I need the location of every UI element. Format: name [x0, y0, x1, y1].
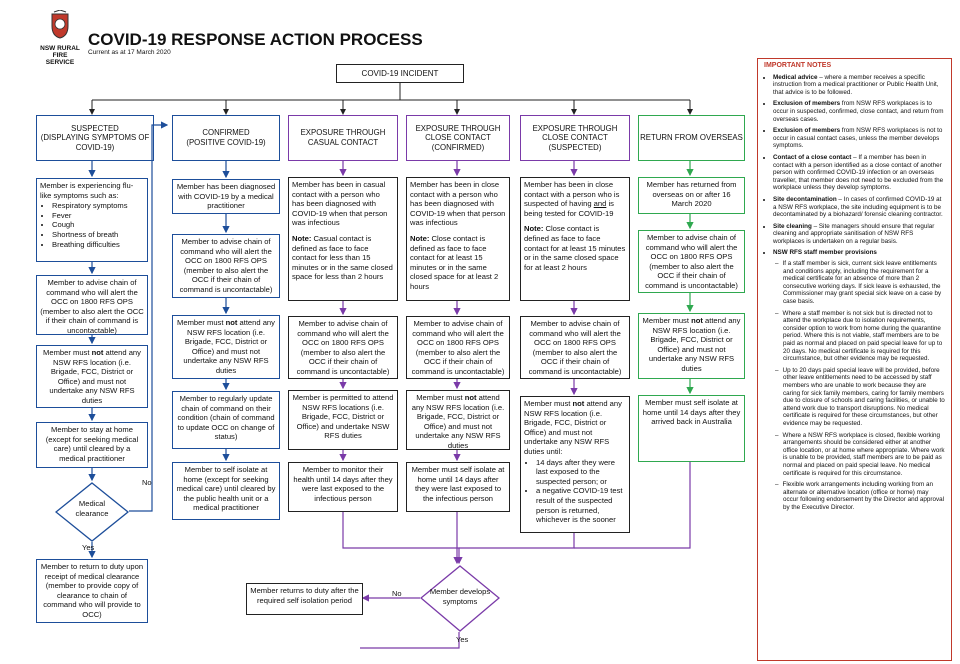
provisions-list: If a staff member is sick, current sick …	[773, 260, 945, 511]
note-item: Site cleaning – Site managers should ens…	[773, 223, 945, 246]
medical-clearance-decision: Medical clearance	[54, 482, 130, 542]
close-confirmed-box: Member has been in close contact with a …	[406, 177, 510, 301]
suspected-advise-box: Member to advise chain of command who wi…	[36, 275, 148, 335]
develops-symptoms-decision: Member develops symptoms	[419, 565, 501, 632]
overseas-returned-box: Member has returned from overseas on or …	[638, 177, 745, 214]
provision-item: If a staff member is sick, current sick …	[783, 260, 945, 306]
note-item: Contact of a close contact – If a member…	[773, 154, 945, 192]
decision-diamond	[419, 565, 501, 632]
notes-list: Medical advice – where a member receives…	[764, 74, 945, 512]
close-suspected-not-attend-box: Member must not attend any NSW RFS locat…	[520, 396, 630, 533]
casual-advise-box: Member to advise chain of command who wi…	[288, 316, 398, 379]
symptoms-no-label: No	[392, 589, 402, 598]
note-item: Medical advice – where a member receives…	[773, 74, 945, 97]
header-confirmed: CONFIRMED (POSITIVE COVID-19)	[172, 115, 280, 161]
symptom-item: Respiratory symptoms	[52, 201, 144, 211]
symptom-item: Fever	[52, 211, 144, 221]
casual-monitor-box: Member to monitor their health until 14 …	[288, 462, 398, 512]
note-item: Exclusion of members from NSW RFS workpl…	[773, 100, 945, 123]
symptom-item: Cough	[52, 220, 144, 230]
confirmed-update-box: Member to regularly update chain of comm…	[172, 391, 280, 449]
header-suspected: SUSPECTED (DISPLAYING SYMPTOMS OF COVID-…	[36, 115, 154, 161]
clearance-yes-label: Yes	[82, 543, 95, 552]
suspected-not-attend-box: Member must not attend any NSW RFS locat…	[36, 345, 148, 408]
provision-item: Flexible work arrangements including wor…	[783, 481, 945, 511]
provision-item: Where a NSW RFS workplace is closed, fle…	[783, 432, 945, 478]
until-condition: a negative COVID-19 test result of the s…	[536, 486, 626, 524]
until-condition: 14 days after they were last exposed to …	[536, 458, 626, 487]
note-item: Exclusion of members from NSW RFS workpl…	[773, 127, 945, 150]
close-confirmed-note: Note: Close contact is defined as face t…	[410, 233, 499, 291]
header-close-contact-suspected: EXPOSURE THROUGH CLOSE CONTACT (SUSPECTE…	[520, 115, 630, 161]
logo-line-1: NSW RURAL	[40, 45, 80, 52]
confirmed-isolate-box: Member to self isolate at home (except f…	[172, 462, 280, 520]
incident-box: COVID-19 INCIDENT	[336, 64, 464, 83]
return-to-duty-box: Member returns to duty after the require…	[246, 583, 363, 615]
symptom-item: Breathing difficulties	[52, 240, 144, 250]
overseas-isolate-box: Member must self isolate at home until 1…	[638, 395, 745, 462]
decision-diamond	[54, 482, 130, 542]
header-casual-contact: EXPOSURE THROUGH CASUAL CONTACT	[288, 115, 398, 161]
confirmed-diagnosed-box: Member has been diagnosed with COVID-19 …	[172, 179, 280, 214]
suspected-symptoms-box: Member is experiencing flu-like symptoms…	[36, 178, 148, 262]
casual-permitted-box: Member is permitted to attend NSW RFS lo…	[288, 390, 398, 450]
important-notes-panel: IMPORTANT NOTES Medical advice – where a…	[757, 58, 952, 661]
confirmed-not-attend-box: Member must not attend any NSW RFS locat…	[172, 315, 280, 379]
notes-title: IMPORTANT NOTES	[764, 62, 832, 69]
note-item: Site decontamination – In cases of confi…	[773, 196, 945, 219]
symptoms-yes-label: Yes	[456, 635, 469, 644]
suspected-stay-home-box: Member to stay at home (except for seeki…	[36, 422, 148, 468]
overseas-advise-box: Member to advise chain of command who wi…	[638, 230, 745, 293]
casual-note: Note: Casual contact is defined as face …	[292, 233, 393, 282]
provision-item: Up to 20 days paid special leave will be…	[783, 367, 945, 428]
page-subtitle: Current as at 17 March 2020	[88, 49, 171, 56]
symptoms-intro: Member is experiencing flu-like symptoms…	[40, 181, 134, 200]
casual-contact-box: Member has been in casual contact with a…	[288, 177, 398, 301]
page-title: COVID-19 RESPONSE ACTION PROCESS	[88, 30, 423, 49]
symptoms-list: Respiratory symptoms Fever Cough Shortne…	[40, 201, 144, 249]
until-conditions-list: 14 days after they were last exposed to …	[524, 458, 626, 525]
header-close-contact-confirmed: EXPOSURE THROUGH CLOSE CONTACT (CONFIRME…	[406, 115, 510, 161]
note-item: NSW RFS staff member provisions If a sta…	[773, 249, 945, 511]
crest-icon	[51, 9, 69, 39]
close-confirmed-not-attend-box: Member must not attend any NSW RFS locat…	[406, 390, 510, 450]
overseas-not-attend-box: Member must not attend any NSW RFS locat…	[638, 313, 745, 379]
close-suspected-advise-box: Member to advise chain of command who wi…	[520, 316, 630, 379]
close-suspected-box: Member has been in close contact with a …	[520, 177, 630, 301]
close-suspected-note: Note: Close contact is defined as face t…	[524, 224, 626, 272]
close-confirmed-isolate-box: Member must self isolate at home until 1…	[406, 462, 510, 512]
provision-item: Where a staff member is not sick but is …	[783, 310, 945, 363]
clearance-no-label: No	[142, 478, 152, 487]
logo-line-2: FIRE SERVICE	[45, 52, 75, 66]
nsw-rfs-logo: NSW RURAL FIRE SERVICE	[40, 9, 80, 66]
header-return-overseas: RETURN FROM OVERSEAS	[638, 115, 745, 161]
confirmed-advise-box: Member to advise chain of command who wi…	[172, 234, 280, 298]
suspected-return-duty-box: Member to return to duty upon receipt of…	[36, 559, 148, 623]
close-confirmed-advise-box: Member to advise chain of command who wi…	[406, 316, 510, 379]
symptom-item: Shortness of breath	[52, 230, 144, 240]
